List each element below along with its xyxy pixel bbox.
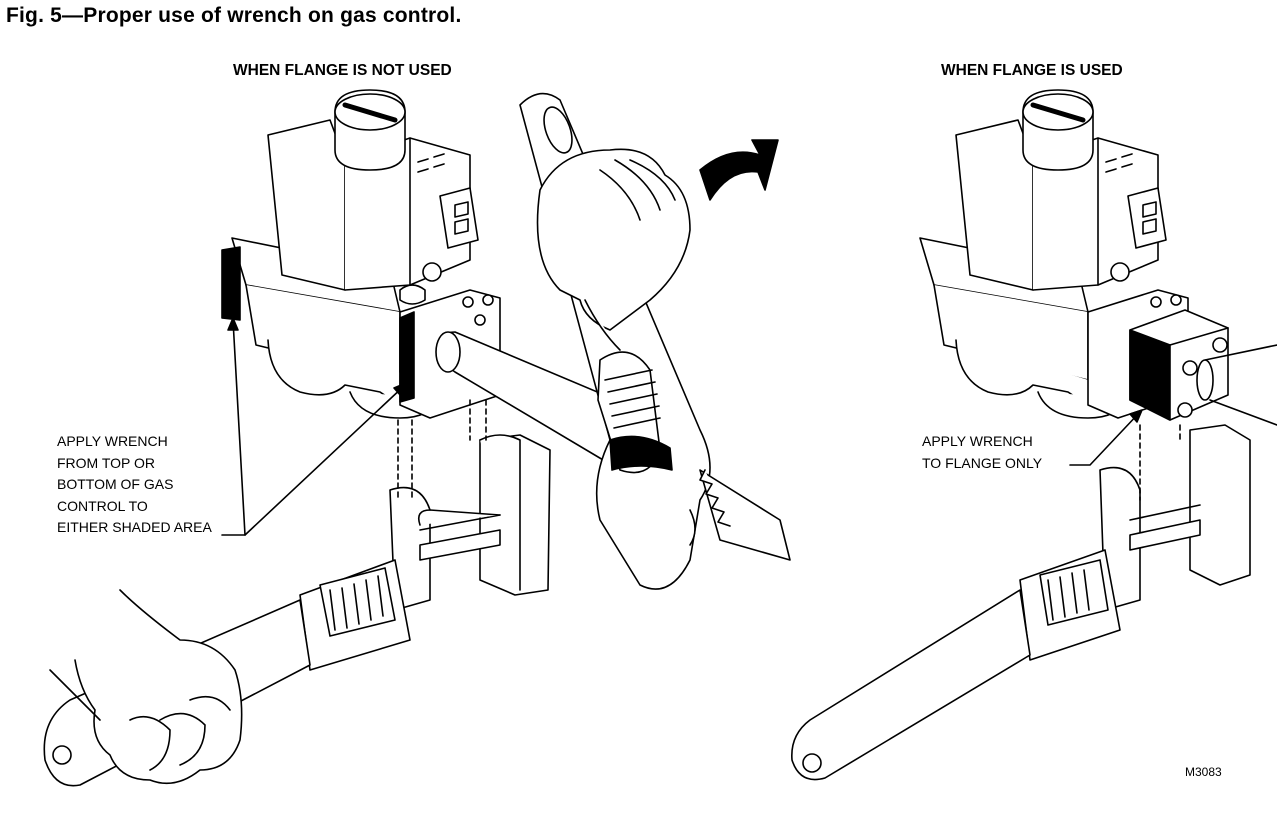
lower-hand [49, 589, 243, 785]
arrowhead-3 [1129, 409, 1143, 423]
right-panel-heading: WHEN FLANGE IS USED [941, 62, 1123, 79]
left-callout-line: CONTROL TO [57, 497, 148, 514]
left-callout-line: APPLY WRENCH [57, 433, 168, 449]
left-callout-line: FROM TOP OR [57, 454, 156, 471]
left-callout-leaders [221, 319, 406, 536]
right-callout-line: TO FLANGE ONLY [922, 454, 1043, 471]
left-panel-heading: WHEN FLANGE IS NOT USED [233, 62, 452, 79]
right-adjustable-wrench [791, 424, 1251, 781]
left-projection-lines [397, 399, 487, 501]
figure-code: M3083 [1185, 765, 1222, 779]
right-projection-lines [1139, 424, 1181, 501]
right-callout-leader [1069, 411, 1141, 466]
left-callout-line: BOTTOM OF GAS [57, 476, 174, 492]
left-shaded-area-left [221, 246, 241, 321]
flange [1129, 309, 1229, 421]
right-callout: APPLY WRENCH TO FLANGE ONLY [922, 431, 1042, 474]
figure-caption: Fig. 5—Proper use of wrench on gas contr… [6, 4, 462, 27]
left-callout-line: EITHER SHADED AREA [57, 519, 212, 535]
left-gas-control-valve [221, 89, 501, 419]
flange-shaded [1129, 329, 1171, 421]
arrowhead-2 [393, 382, 407, 397]
right-callout-line: APPLY WRENCH [922, 433, 1033, 449]
left-shaded-area-right [399, 311, 415, 403]
rotation-arrow-icon [699, 139, 779, 201]
upper-hand [536, 148, 691, 351]
arrowhead-1 [227, 317, 239, 331]
left-callout: APPLY WRENCH FROM TOP OR BOTTOM OF GAS C… [57, 431, 212, 539]
right-pipe [1196, 344, 1277, 426]
